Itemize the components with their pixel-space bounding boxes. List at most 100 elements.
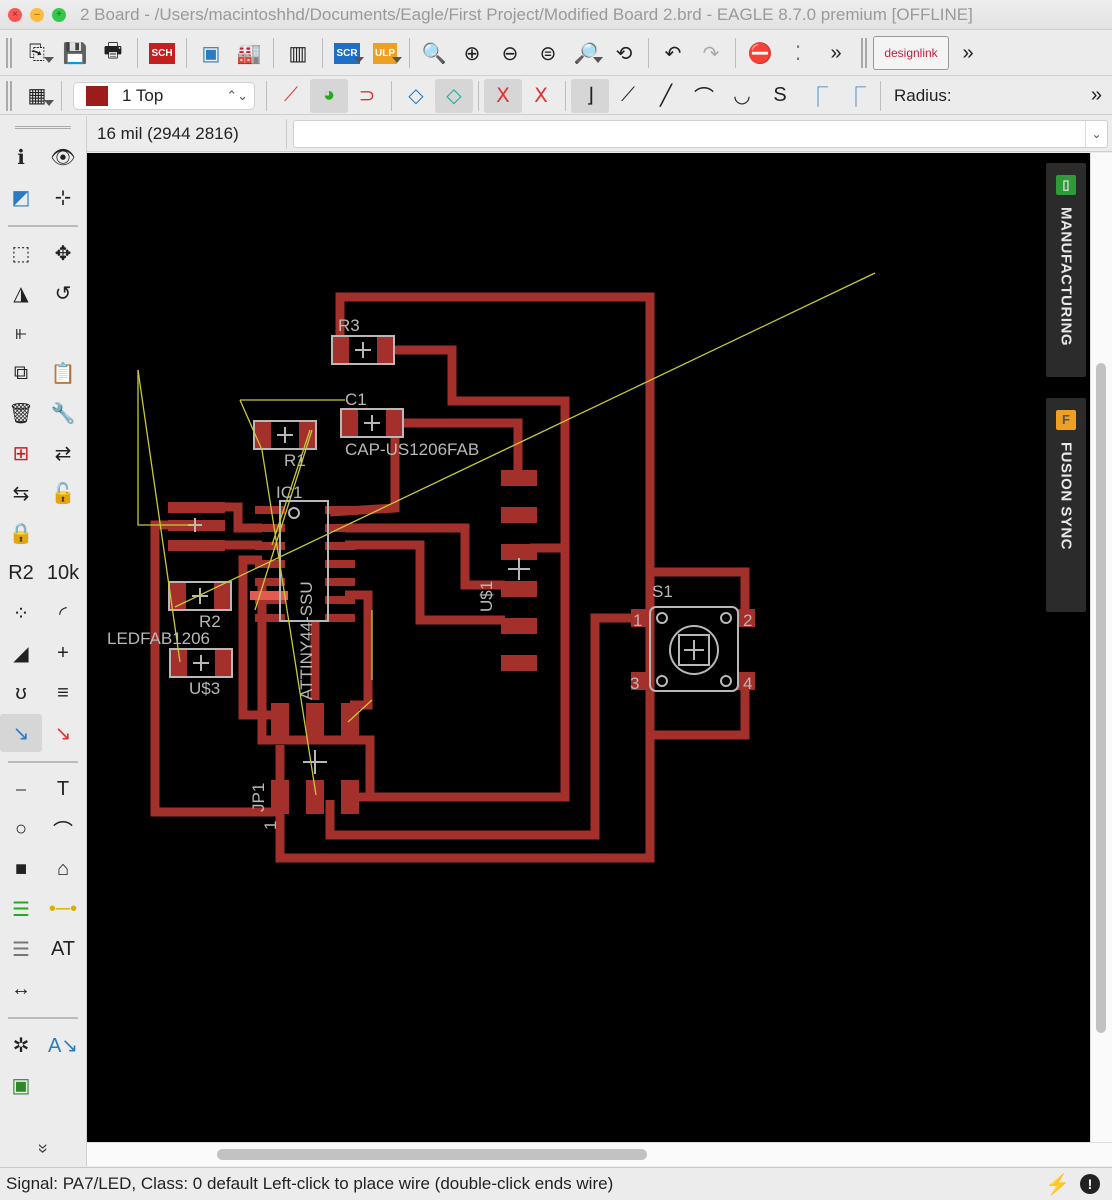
diff-pair-button[interactable]: Ⅹ <box>484 78 522 113</box>
replace-button[interactable]: ⇄ <box>42 434 84 472</box>
ripup-route-button[interactable]: ↘ <box>42 714 84 752</box>
bend-90-button[interactable]: ⌋ <box>571 78 609 113</box>
manufacturing-panel-tab[interactable]: ▯ MANUFACTURING <box>1046 163 1086 377</box>
zoom-button[interactable]: + <box>52 7 66 22</box>
undo-button[interactable]: ↶ <box>654 36 692 70</box>
close-button[interactable]: × <box>8 7 22 22</box>
wrench-button[interactable]: 🔧 <box>42 394 84 432</box>
horizontal-scrollbar[interactable] <box>87 1142 1112 1166</box>
paste-button[interactable]: 📋 <box>42 354 84 392</box>
name-button[interactable]: R2 <box>0 554 42 592</box>
toolbar-grip[interactable] <box>861 38 867 68</box>
circle-button[interactable]: ○ <box>0 810 42 848</box>
open-button[interactable]: ⎘ <box>18 36 56 70</box>
info-button[interactable]: ℹ <box>0 138 42 176</box>
zoom-area-button[interactable]: 🔎 <box>567 36 605 70</box>
zoom-select-button[interactable]: ⊜ <box>529 36 567 70</box>
toolbar-grip[interactable] <box>6 38 12 68</box>
sch-brd-switch-button[interactable]: SCH <box>143 36 181 70</box>
swap-button[interactable]: ⇆ <box>0 474 42 512</box>
mirror-button[interactable]: ◮ <box>0 274 42 312</box>
save-button[interactable]: 💾 <box>56 36 94 70</box>
push-button[interactable]: ⊃ <box>348 79 386 113</box>
zoom-out-button[interactable]: ⊖ <box>491 36 529 70</box>
fusion-sync-panel-tab[interactable]: F FUSION SYNC <box>1046 398 1086 612</box>
bend-straight-button[interactable]: ╱ <box>647 79 685 113</box>
diff-pair-off-button[interactable]: Ⅹ <box>522 79 560 113</box>
toolbar-grip[interactable] <box>0 116 86 138</box>
delete-button[interactable]: 🗑 <box>0 394 42 432</box>
lock-button[interactable]: 🔒 <box>0 514 42 552</box>
drc-button[interactable]: ▣ <box>0 1066 42 1104</box>
manufacturing-button[interactable]: 🏭 <box>230 36 268 70</box>
vertical-scroll-thumb[interactable] <box>1096 363 1106 1033</box>
stop-button[interactable]: ⛔ <box>741 36 779 70</box>
command-input[interactable]: ⌄ <box>293 119 1108 148</box>
miter-round-button[interactable]: ⎾ <box>799 79 837 113</box>
loop-remove-off-button[interactable]: ◇ <box>435 78 473 113</box>
lock-rotate-button[interactable]: 🔓 <box>42 474 84 512</box>
design-link-button-button[interactable]: designlink <box>873 36 949 70</box>
autorouter-button[interactable]: A↘ <box>42 1026 84 1064</box>
lightning-icon[interactable]: ⚡ <box>1045 1173 1070 1196</box>
ulp-button[interactable]: ULP <box>366 36 404 70</box>
hole-button[interactable]: ☰ <box>0 930 42 968</box>
polygon-button[interactable]: ⌂ <box>42 850 84 888</box>
meander-button[interactable]: ʊ <box>0 674 42 712</box>
text-button[interactable]: T <box>42 770 84 808</box>
redraw-button[interactable]: ⟲ <box>605 36 643 70</box>
optimize-button[interactable]: + <box>42 634 84 672</box>
bend-45-button[interactable]: ⟋ <box>609 79 647 113</box>
pcb-drawing[interactable]: R3 C1 CAP-US1206FAB R1 IC1 ATTINY44-SSU … <box>87 153 1090 1142</box>
split-button[interactable]: ◢ <box>0 634 42 672</box>
go-button[interactable]: ⁚ <box>779 36 817 70</box>
signal-button[interactable]: •─• <box>42 890 84 928</box>
toolbar-overflow-button[interactable]: » <box>1090 84 1102 106</box>
print-button[interactable]: 🖶 <box>94 36 132 70</box>
overflow-button[interactable]: » <box>949 36 987 70</box>
value-button[interactable]: 10k <box>42 554 84 592</box>
show-button[interactable]: 👁 <box>42 138 84 176</box>
miter-straight-button[interactable]: ⎾ <box>837 79 875 113</box>
via-button[interactable]: ☰ <box>0 890 42 928</box>
ripup-button[interactable]: ⟋ <box>272 79 310 113</box>
chevron-down-icon[interactable]: ⌄ <box>1085 120 1107 147</box>
redo-button[interactable]: ↷ <box>692 36 730 70</box>
copy-button[interactable]: ⧉ <box>0 354 42 392</box>
horizontal-scroll-thumb[interactable] <box>217 1149 647 1160</box>
mark-button[interactable]: ⊹ <box>42 178 84 216</box>
bend-arc2-button[interactable]: ◡ <box>723 79 761 113</box>
bend-free-button[interactable]: S <box>761 79 799 113</box>
rotate-button[interactable]: ↺ <box>42 274 84 312</box>
stop-status-icon[interactable]: ! <box>1080 1174 1100 1194</box>
script-button[interactable]: SCR <box>328 36 366 70</box>
add-button[interactable]: ⊞ <box>0 434 42 472</box>
miter-button[interactable]: ◜ <box>42 594 84 632</box>
bend-arc-button[interactable]: ⌒ <box>685 79 723 113</box>
minimize-button[interactable]: – <box>30 7 44 22</box>
smash-button[interactable]: ⁘ <box>0 594 42 632</box>
move-button[interactable]: ✥ <box>42 234 84 272</box>
cam-processor-button[interactable]: ▣ <box>192 36 230 70</box>
ratsnest-button[interactable]: ✲ <box>0 1026 42 1064</box>
arc-button[interactable]: ⌒ <box>42 810 84 848</box>
more-button[interactable]: » <box>817 36 855 70</box>
layer-select[interactable]: 1 Top ⌃⌄ <box>73 81 255 110</box>
rectangle-button[interactable]: ■ <box>0 850 42 888</box>
loop-remove-button[interactable]: ◇ <box>397 79 435 113</box>
group-select-button[interactable]: ⬚ <box>0 234 42 272</box>
library-button[interactable]: ▥ <box>279 36 317 70</box>
board-canvas[interactable]: R3 C1 CAP-US1206FAB R1 IC1 ATTINY44-SSU … <box>87 153 1090 1142</box>
walkaround-button[interactable]: ◕ <box>310 78 348 113</box>
display-layers-button[interactable]: ◩ <box>0 178 42 216</box>
dimension-button[interactable]: ↔ <box>0 970 42 1008</box>
grid-button[interactable]: ▦ <box>18 79 56 113</box>
route-button[interactable]: ↘ <box>0 714 42 752</box>
zoom-fit-button[interactable]: 🔍 <box>415 36 453 70</box>
lengths-button[interactable]: ≡ <box>42 674 84 712</box>
zoom-in-button[interactable]: ⊕ <box>453 36 491 70</box>
attribute-button[interactable]: AT <box>42 930 84 968</box>
align-button[interactable]: ⫦ <box>0 314 42 352</box>
line-button[interactable]: ⎯ <box>0 770 42 808</box>
toolbar-grip[interactable] <box>6 80 12 111</box>
